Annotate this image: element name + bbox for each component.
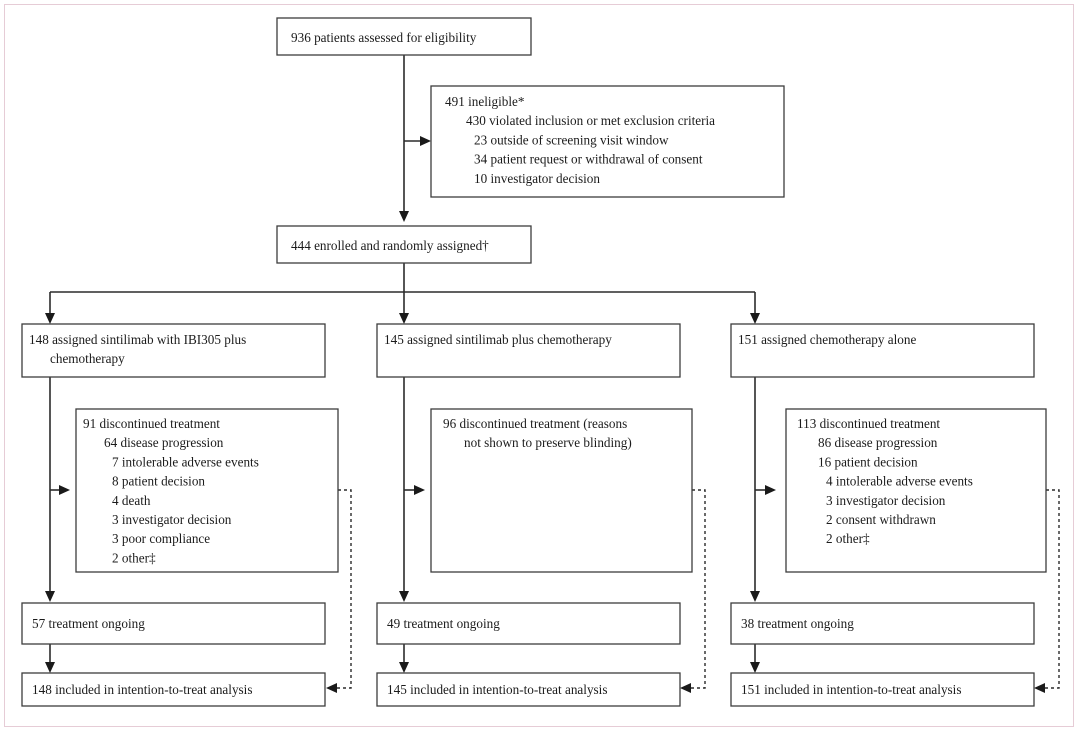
node-arm2-ongoing: 49 treatment ongoing [376,602,681,645]
node-arm2-ongoing-box [376,602,681,645]
node-arm2-ongoing-text: 49 treatment ongoing [387,616,500,631]
node-arm1-ongoing-text: 57 treatment ongoing [32,616,145,631]
node-arm1-assigned-text: 148 assigned sintilimab with IBI305 plus… [29,332,246,366]
arrowhead-arm1-ongoing [45,591,55,602]
node-arm2-assigned-text: 145 assigned sintilimab plus chemotherap… [384,332,612,347]
node-arm3-itt: 151 included in intention-to-treat analy… [730,672,1035,707]
arrowhead-arm2-ongoing [399,591,409,602]
arrowhead-arm2-assigned [399,313,409,324]
node-ineligible-text: 491 ineligible*430 violated inclusion or… [445,94,715,186]
node-arm2-itt-text: 145 included in intention-to-treat analy… [387,682,607,697]
node-arm2-itt: 145 included in intention-to-treat analy… [376,672,681,707]
connector-arm2-discontinued-to-itt-dashed [691,489,706,689]
node-arm3-assigned-box [730,323,1035,378]
node-randomised-text: 444 enrolled and randomly assigned† [291,238,489,253]
arrowhead-arm2-itt [399,662,409,673]
node-screening-box [276,17,532,56]
node-arm3-itt-text: 151 included in intention-to-treat analy… [741,682,961,697]
arrowhead-arm2-itt-dashed [680,683,691,693]
arrowhead-arm1-itt [45,662,55,673]
node-arm2-itt-box [376,672,681,707]
node-screening: 936 patients assessed for eligibility [276,17,532,56]
arrowhead-arm3-ongoing [750,591,760,602]
connector-arm1-discontinued-to-itt-dashed [337,489,352,689]
arrowhead-arm1-discontinued [59,485,70,495]
node-arm1-ongoing-box [21,602,326,645]
node-arm1-assigned-box [21,323,326,378]
connector-arm3-discontinued-to-itt-dashed [1045,489,1060,689]
node-arm3-ongoing-text: 38 treatment ongoing [741,616,854,631]
node-arm1-ongoing: 57 treatment ongoing [21,602,326,645]
arrowhead-arm3-itt-dashed [1034,683,1045,693]
node-ineligible-box [430,85,785,198]
node-randomised-box [276,225,532,264]
node-arm1-itt-box [21,672,326,707]
arrowhead-randomised-top [399,211,409,222]
node-arm1-assigned: 148 assigned sintilimab with IBI305 plus… [21,323,326,378]
node-arm3-discontinued-box [785,408,1047,573]
arrowhead-arm1-assigned [45,313,55,324]
arrowhead-arm2-discontinued [414,485,425,495]
node-randomised: 444 enrolled and randomly assigned† [276,225,532,264]
arrowhead-arm3-discontinued [765,485,776,495]
node-arm1-discontinued-box [75,408,339,573]
node-arm2-assigned: 145 assigned sintilimab plus chemotherap… [376,323,681,378]
node-screening-text: 936 patients assessed for eligibility [291,30,477,45]
node-arm2-discontinued-box [430,408,693,573]
connectors [45,55,1060,693]
node-arm3-assigned: 151 assigned chemotherapy alone [730,323,1035,378]
node-ineligible: 491 ineligible*430 violated inclusion or… [430,85,785,198]
node-arm2-assigned-box [376,323,681,378]
node-arm3-ongoing: 38 treatment ongoing [730,602,1035,645]
node-arm3-ongoing-box [730,602,1035,645]
arrowhead-arm3-assigned [750,313,760,324]
arrowhead-ineligible [420,136,431,146]
arrowhead-arm3-itt [750,662,760,673]
arrowhead-arm1-itt-dashed [326,683,337,693]
node-arm3-assigned-text: 151 assigned chemotherapy alone [738,332,916,347]
node-arm3-itt-box [730,672,1035,707]
node-arm1-itt-text: 148 included in intention-to-treat analy… [32,682,252,697]
node-arm1-itt: 148 included in intention-to-treat analy… [21,672,326,707]
